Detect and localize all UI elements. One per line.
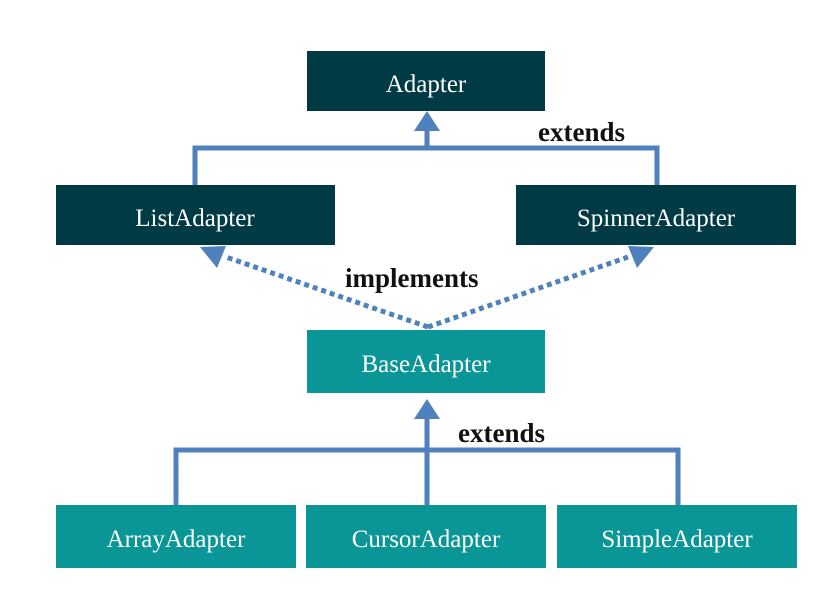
extends-top-arrowhead: [414, 111, 440, 131]
implements-left-arrowhead: [200, 246, 226, 268]
node-spinner-adapter: SpinnerAdapter: [516, 185, 796, 245]
node-list-adapter-box: [56, 185, 335, 245]
node-adapter-box: [307, 51, 545, 111]
node-list-adapter-label: ListAdapter: [135, 205, 255, 232]
node-simple-adapter-label: SimpleAdapter: [601, 526, 753, 553]
node-adapter: Adapter: [307, 51, 545, 111]
implements-label: implements: [345, 263, 478, 293]
extends-connector-top: [192, 130, 660, 185]
node-array-adapter-label: ArrayAdapter: [107, 526, 246, 553]
extends-bottom-arrowhead: [414, 399, 440, 419]
node-spinner-adapter-box: [516, 185, 796, 245]
extends-top-bracket: [192, 145, 660, 185]
node-cursor-adapter-label: CursorAdapter: [352, 526, 501, 553]
node-base-adapter-label: BaseAdapter: [361, 351, 491, 378]
extends-label-bottom: extends: [458, 418, 545, 448]
extends-connector-bottom: [173, 418, 681, 505]
node-base-adapter: BaseAdapter: [307, 330, 545, 393]
node-simple-adapter-box: [557, 505, 797, 568]
extends-label-top: extends: [538, 117, 625, 147]
node-array-adapter: ArrayAdapter: [56, 505, 296, 568]
implements-right-arrowhead: [628, 246, 654, 268]
node-base-adapter-box: [307, 330, 545, 393]
node-cursor-adapter: CursorAdapter: [306, 505, 546, 568]
node-array-adapter-box: [56, 505, 296, 568]
node-spinner-adapter-label: SpinnerAdapter: [577, 205, 736, 232]
node-adapter-label: Adapter: [386, 71, 467, 98]
node-simple-adapter: SimpleAdapter: [557, 505, 797, 568]
node-list-adapter: ListAdapter: [56, 185, 335, 245]
node-cursor-adapter-box: [306, 505, 546, 568]
